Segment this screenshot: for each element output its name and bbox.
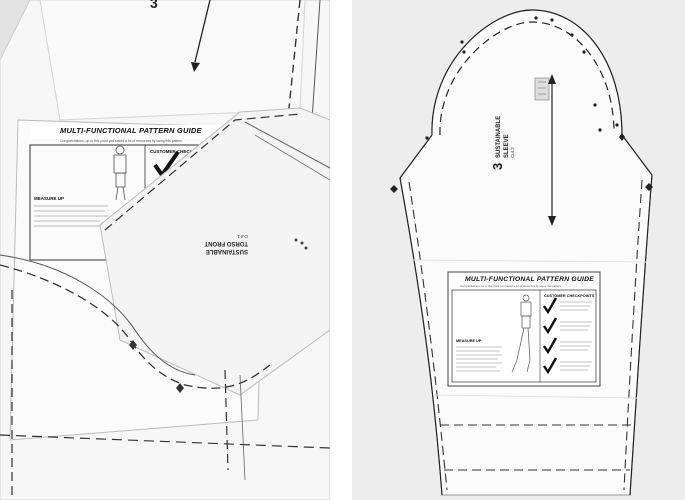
svg-text:SLEEVE: SLEEVE xyxy=(504,134,510,158)
right-guide-subtitle: Congratulations, up to this point you sa… xyxy=(460,284,561,288)
sleeve-cap-dots xyxy=(425,16,619,140)
sleeve-notch-markers xyxy=(390,133,653,193)
sleeve-pattern-illustration: 3 SUSTAINABLE SLEEVE Cut 2 MULTI-FUNCTIO… xyxy=(352,0,685,500)
left-guide-subtitle: Congratulations, up to this point you sa… xyxy=(60,139,182,143)
grain-line-arrow-icon xyxy=(548,74,556,226)
svg-text:Cut 2: Cut 2 xyxy=(510,147,515,158)
torso-pattern-illustration: 3 MULTI-FUNCTIONAL PATTERN GUIDE Congrat… xyxy=(0,0,330,500)
notch-markers xyxy=(129,340,184,393)
right-guide-title: MULTI-FUNCTIONAL PATTERN GUIDE xyxy=(465,276,594,283)
svg-text:Cut 1: Cut 1 xyxy=(237,234,248,239)
left-column-header: CUSTOMER CHECKPOINTS xyxy=(150,149,210,154)
left-photo-torso-pattern: 3 MULTI-FUNCTIONAL PATTERN GUIDE Congrat… xyxy=(0,0,330,500)
folded-torso-piece xyxy=(99,107,330,396)
right-figure-drawing-icon xyxy=(511,294,532,373)
guide-text-lines xyxy=(34,205,108,227)
right-piece-label: 3 SUSTAINABLE SLEEVE Cut 2 xyxy=(490,116,515,170)
partial-piece-number: 3 xyxy=(150,0,158,11)
right-side-heading: MEASURE UP xyxy=(456,339,482,343)
left-side-heading: MEASURE UP xyxy=(34,196,64,201)
right-column-header: CUSTOMER CHECKPOINTS xyxy=(544,294,595,298)
brand-stamp-icon xyxy=(534,77,550,101)
svg-text:SUSTAINABLE: SUSTAINABLE xyxy=(496,116,502,158)
right-checkmarks xyxy=(543,297,558,375)
svg-text:SUSTAINABLE: SUSTAINABLE xyxy=(206,248,248,254)
svg-text:3: 3 xyxy=(490,163,505,170)
pattern-dots xyxy=(294,238,308,250)
left-piece-label: SUSTAINABLE TORSO FRONT Cut 1 xyxy=(204,234,248,254)
right-guide-text-lines xyxy=(456,346,502,372)
right-photo-sleeve-pattern: 3 SUSTAINABLE SLEEVE Cut 2 MULTI-FUNCTIO… xyxy=(352,0,685,500)
left-guide-title: MULTI-FUNCTIONAL PATTERN GUIDE xyxy=(60,126,202,135)
svg-text:TORSO FRONT: TORSO FRONT xyxy=(204,240,248,246)
right-checkpoint-text-lines xyxy=(560,301,592,371)
figure-drawing-icon xyxy=(113,145,127,201)
